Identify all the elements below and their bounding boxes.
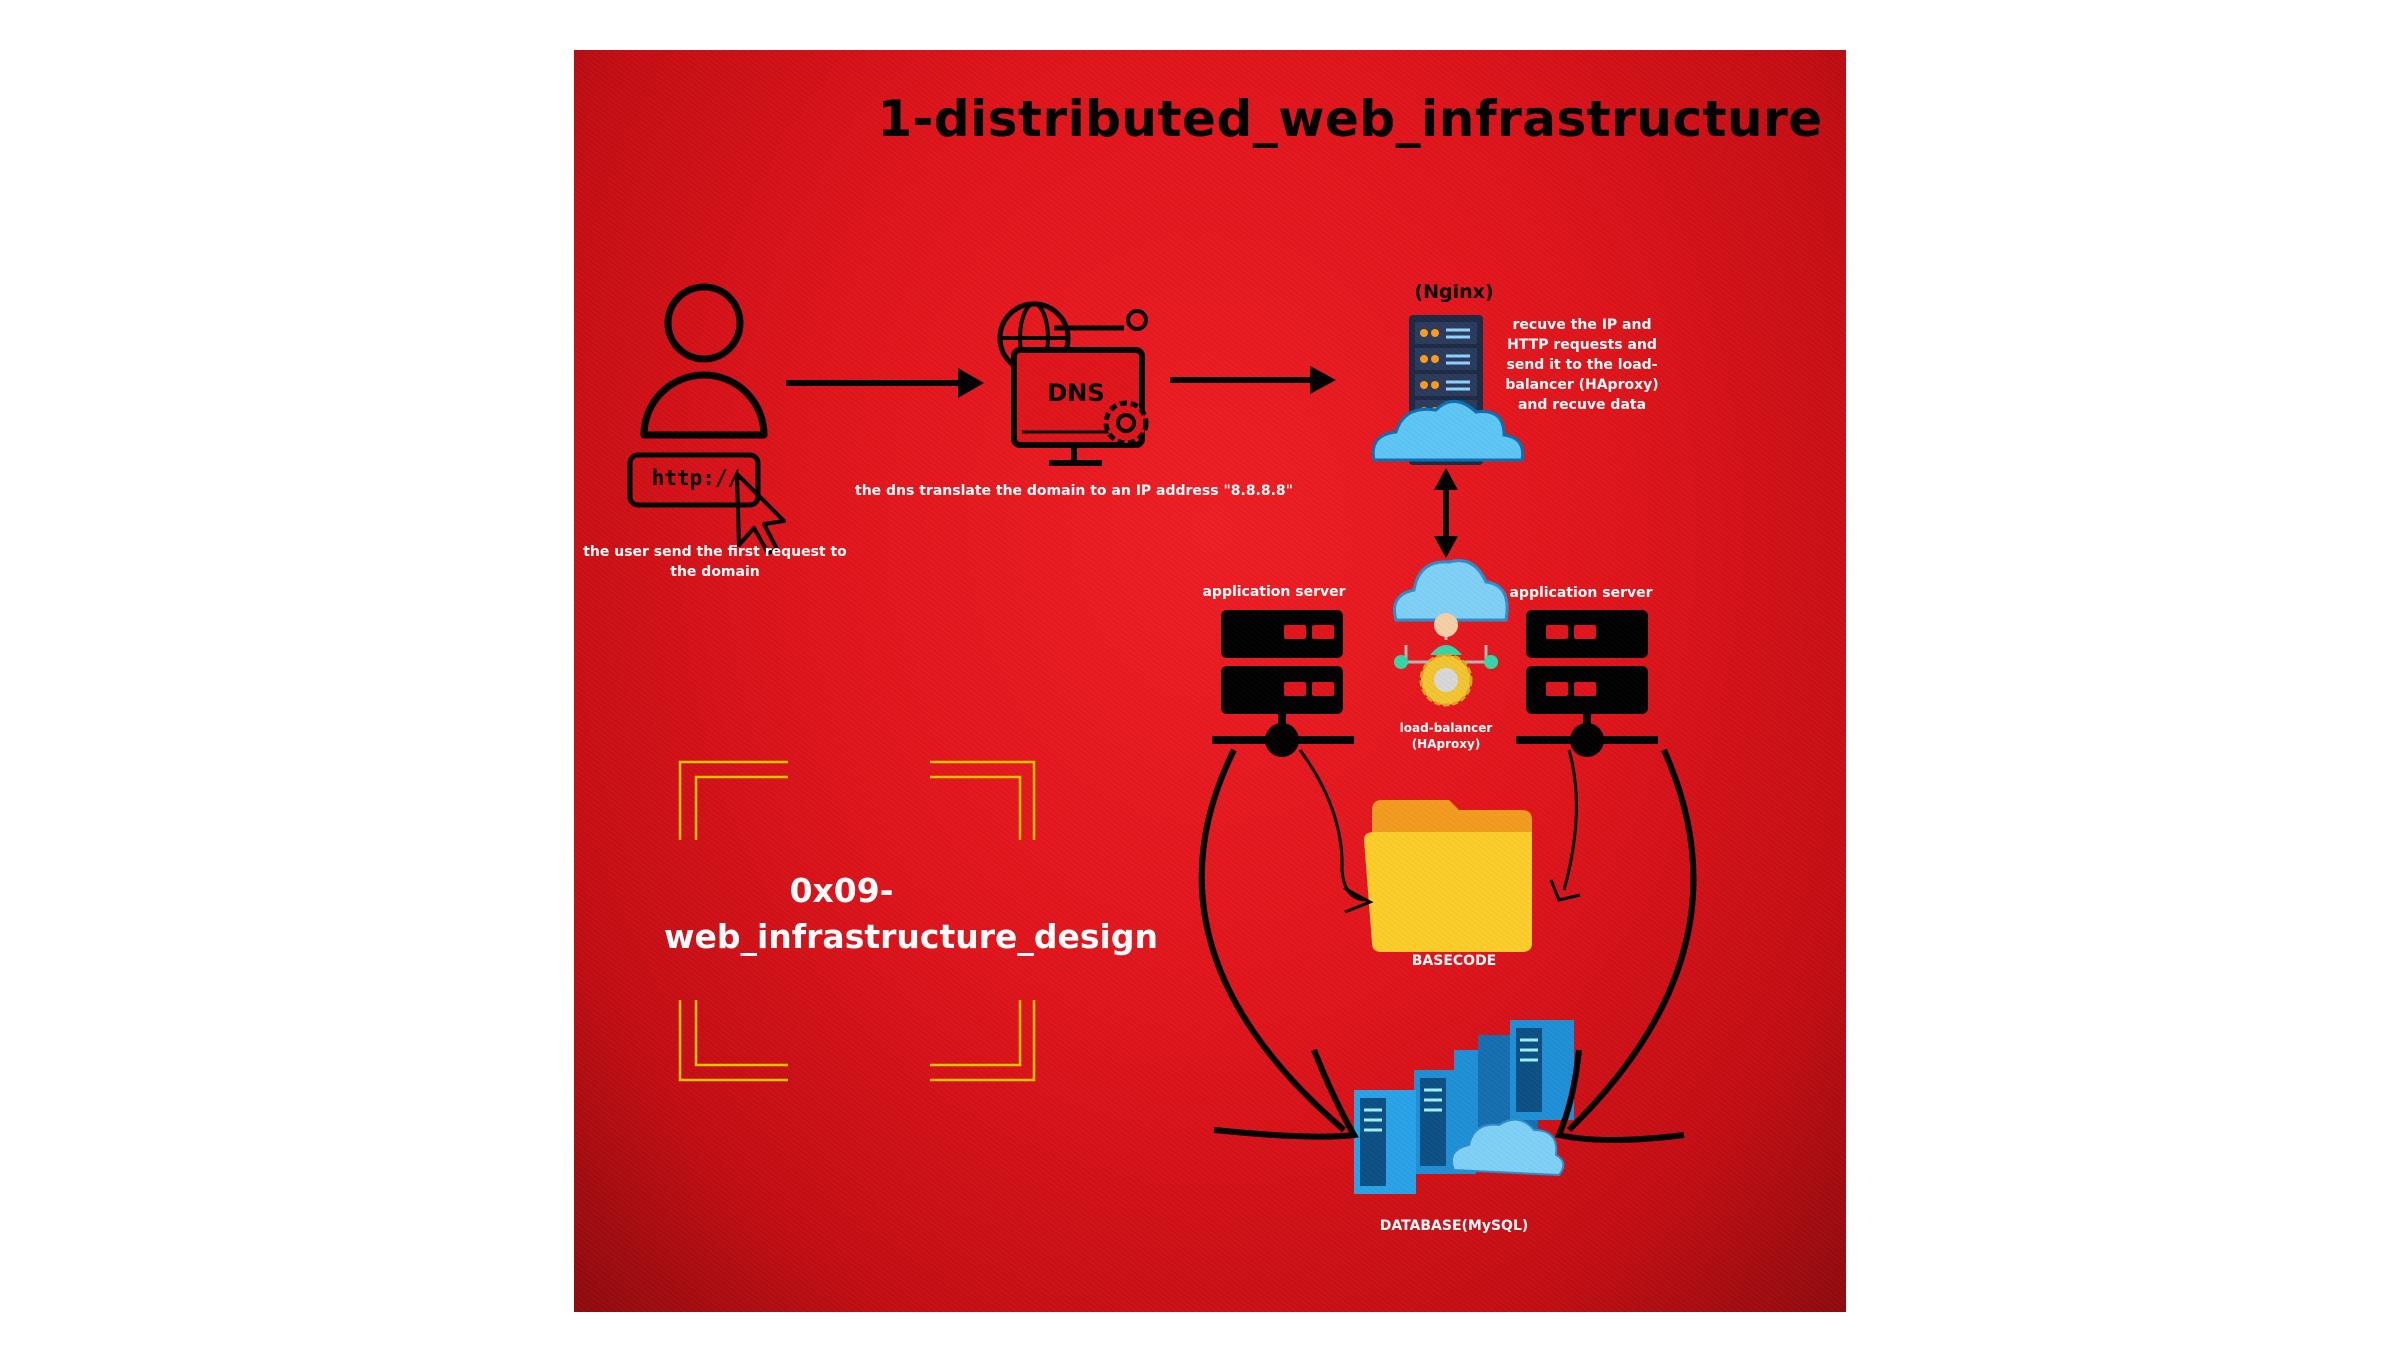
basecode-label: BASECODE [1411,953,1497,969]
gear-icon [1103,400,1149,446]
arrow-right-server-to-basecode [1549,749,1581,902]
http-label: http:// [651,466,741,490]
database-label: DATABASE(MySQL) [1379,1218,1529,1234]
dns-caption: the dns translate the domain to an IP ad… [855,483,1293,499]
app-server-right-label: application server [1509,585,1653,601]
load-balancer-icon [1393,559,1509,707]
load-balancer-label: load-balancer (HAproxy) [1399,721,1493,751]
app-server-right-icon [1516,610,1658,757]
arrow-left-server-to-basecode [1298,749,1374,914]
arrow-user-to-dns [786,368,984,398]
app-server-left-icon [1212,610,1354,757]
diagram-canvas [627,283,1697,1194]
arrow-right-server-to-database [1554,748,1697,1143]
diagram-title: 1-distributed_web_infrastructure [877,90,1823,148]
database-servers-icon [1354,1020,1574,1194]
dns-label: DNS [1047,379,1105,407]
http-address-bar-icon [627,452,761,508]
cursor-icon [735,472,786,555]
nginx-caption: recuve the IP and HTTP requests and send… [1505,317,1659,413]
cloud-icon [1371,400,1525,462]
app-server-left-label: application server [1202,584,1346,600]
arrow-dns-to-nginx [1170,366,1336,394]
infographic-poster: 1-distributed_web_infrastructure [574,50,1846,1312]
user-icon [640,283,768,439]
double-arrow-nginx-lb [1434,468,1458,558]
nginx-label: (Nginx) [1414,281,1494,303]
title-frame [678,760,1036,1082]
frame-title: 0x09-web_infrastructure_design [664,871,1158,956]
folder-icon [1364,800,1532,952]
user-caption: the user send the first request to the d… [583,544,847,580]
arrow-left-server-to-database [1198,748,1359,1140]
